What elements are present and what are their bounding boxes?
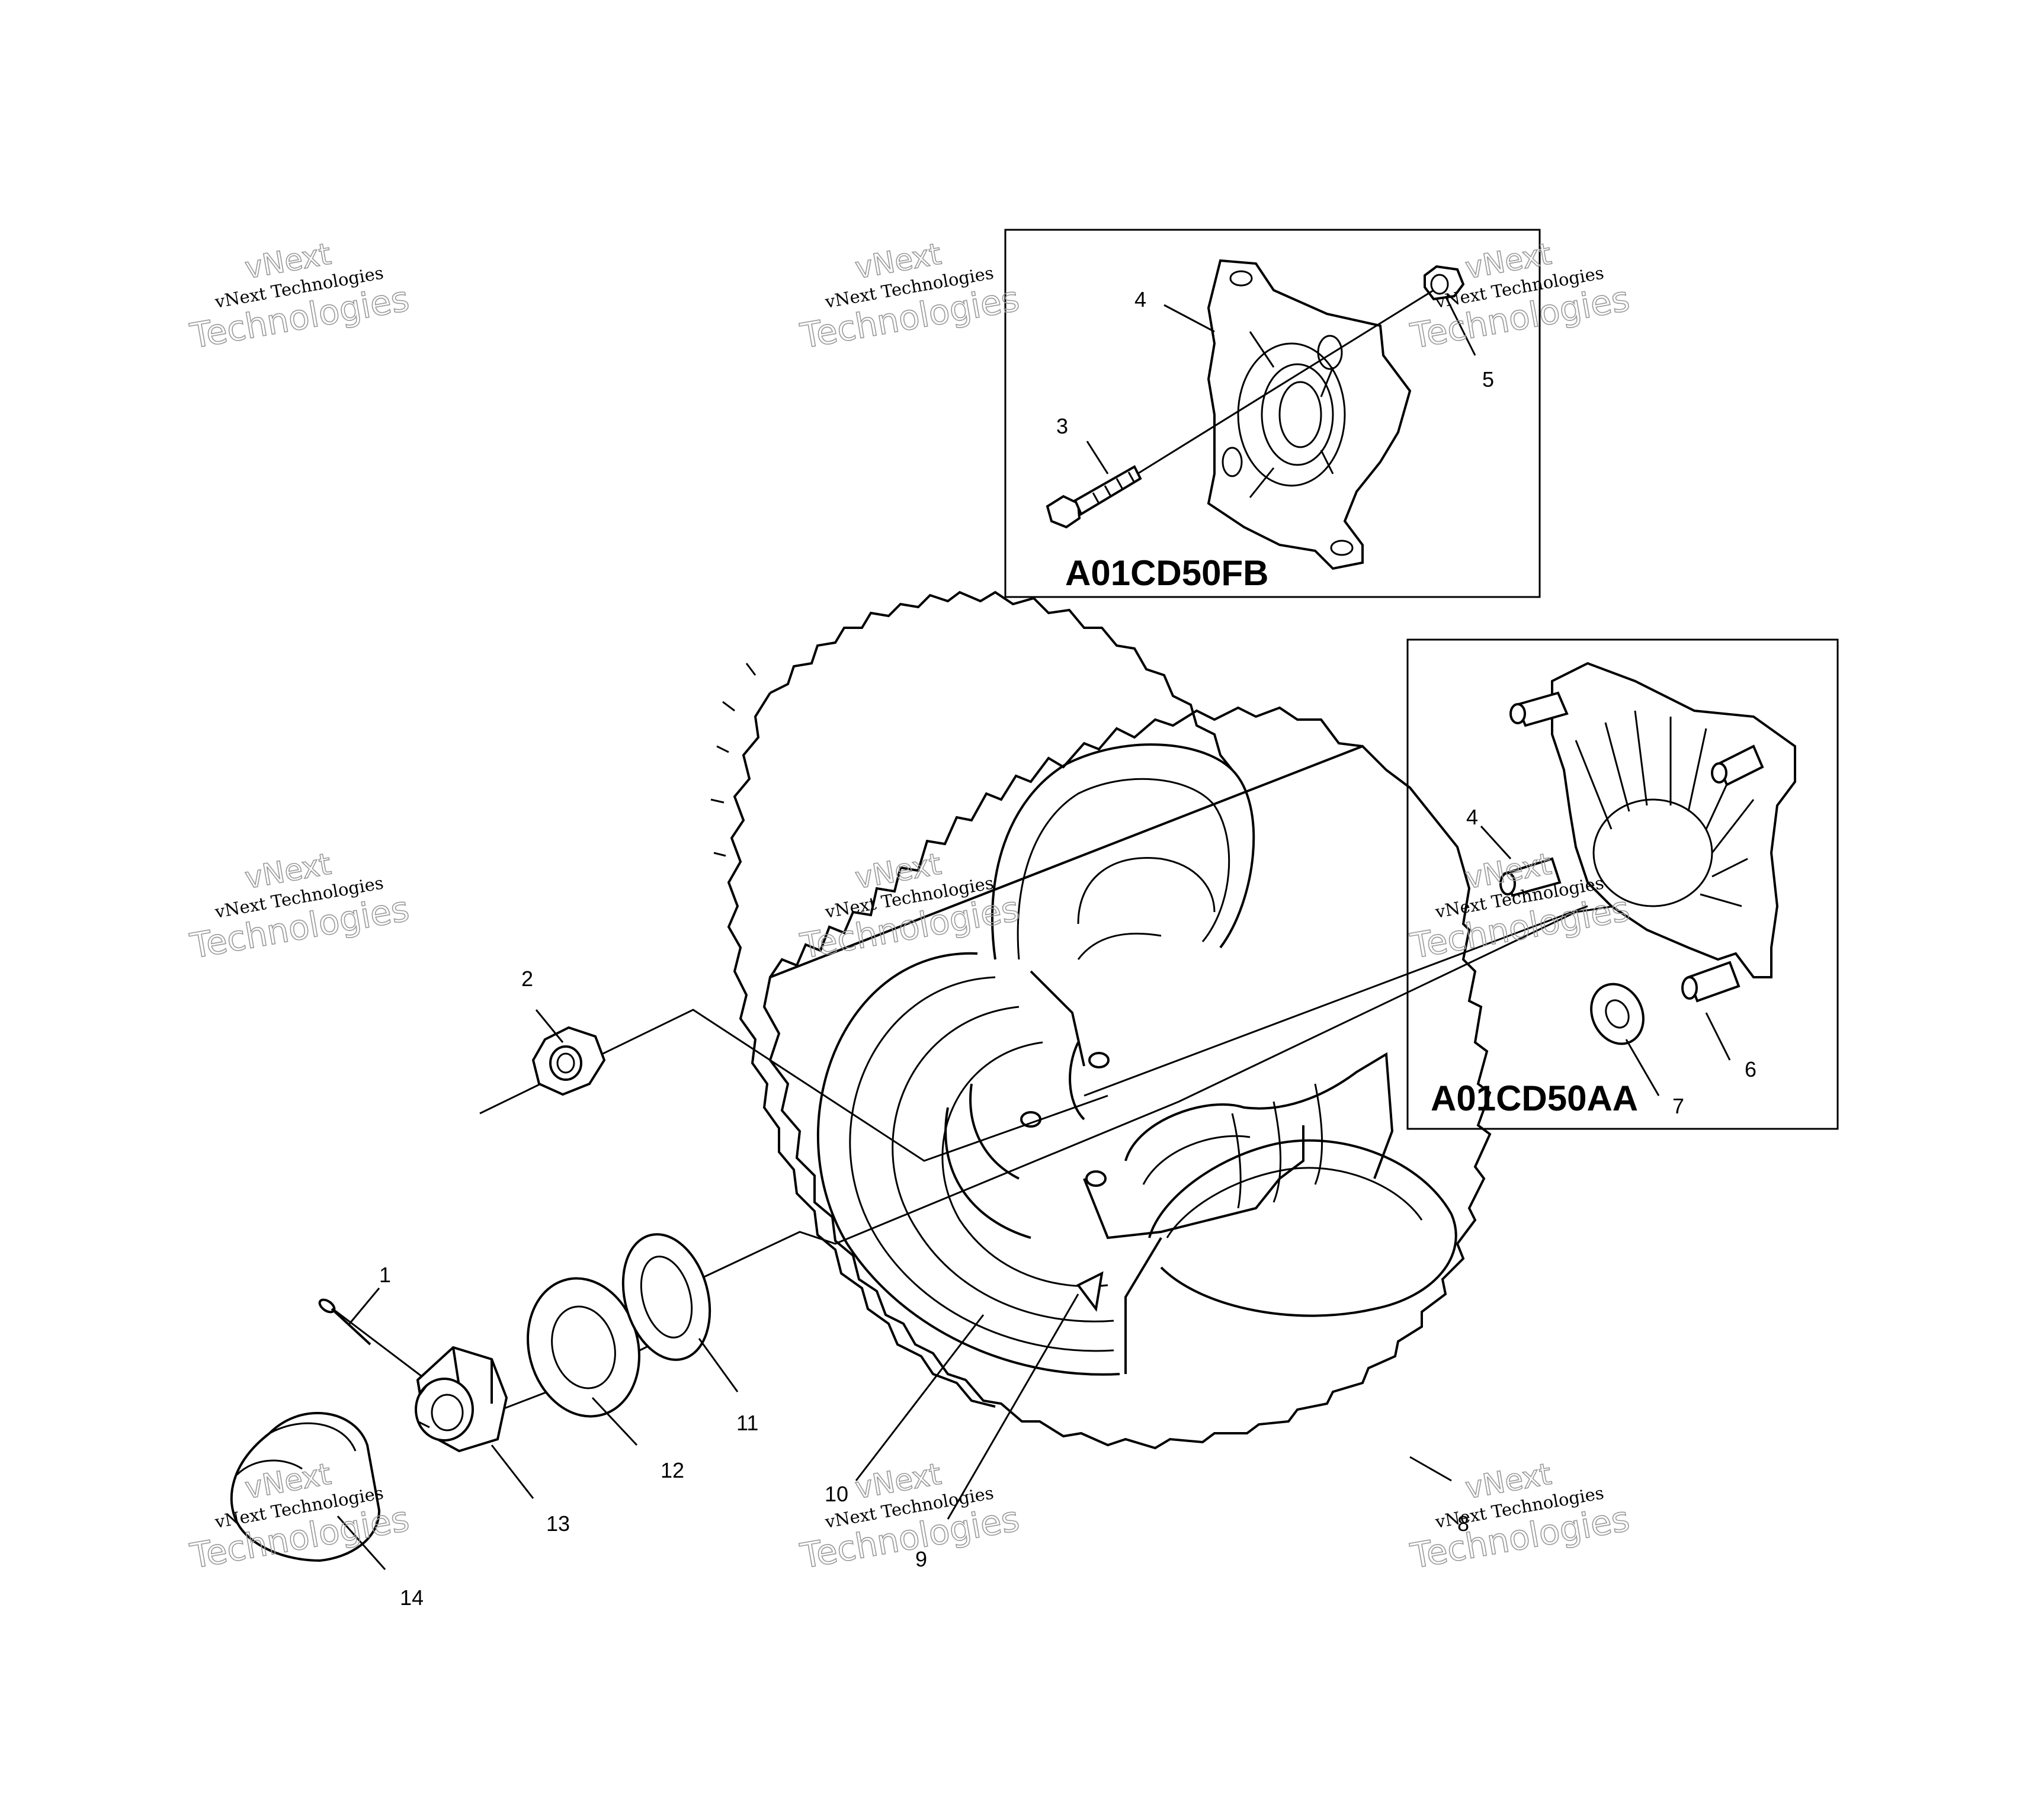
- nut-part-2: [531, 1026, 606, 1096]
- inset-code-a01cd50aa: A01CD50AA: [1431, 1078, 1638, 1118]
- watermark-9: vNext vNext Technologies Technologies: [1407, 1456, 1633, 1577]
- watermark-1: vNext vNext Technologies Technologies: [187, 236, 412, 357]
- callout-2: 2: [521, 967, 533, 991]
- axle-line-lower: [698, 899, 1653, 1280]
- callout-4-inset-fb: 4: [1134, 287, 1146, 312]
- nut-part-5: [1424, 265, 1465, 301]
- axle-line-main: [1084, 905, 1588, 1097]
- watermark-5: vNext vNext Technologies Technologies: [797, 846, 1022, 967]
- watermark-4: vNext vNext Technologies Technologies: [187, 846, 412, 967]
- leader-lines: [336, 1009, 1452, 1570]
- hub-part-4: [1551, 662, 1796, 978]
- cotter-pin-part-1: [318, 1298, 371, 1346]
- callout-1: 1: [379, 1263, 391, 1287]
- tire-part-8: [710, 590, 1492, 1450]
- callout-13: 13: [546, 1511, 570, 1536]
- watermark-8: vNext vNext Technologies Technologies: [797, 1456, 1022, 1577]
- hub-flange-part-4: [1207, 259, 1412, 570]
- callout-3: 3: [1056, 414, 1068, 438]
- callout-14: 14: [400, 1585, 424, 1610]
- callout-11: 11: [736, 1411, 758, 1435]
- hub-cap-part-14: [230, 1411, 381, 1562]
- inset-a01cd50fb: 4 3 5 A01CD50FB: [1004, 229, 1541, 598]
- callout-9: 9: [915, 1547, 927, 1571]
- washer-part-11: [621, 1233, 711, 1361]
- watermark-7: vNext vNext Technologies Technologies: [187, 1456, 412, 1577]
- callout-4-inset-aa: 4: [1466, 805, 1478, 829]
- inset-code-a01cd50fb: A01CD50FB: [1065, 553, 1268, 593]
- callout-10: 10: [825, 1482, 848, 1506]
- watermark-2: vNext vNext Technologies Technologies: [797, 236, 1022, 357]
- studs-part-6: [1499, 691, 1764, 1003]
- callout-5: 5: [1482, 367, 1494, 391]
- callout-7: 7: [1672, 1094, 1684, 1118]
- wheel-assembly: [230, 590, 1653, 1562]
- callout-12: 12: [661, 1458, 684, 1482]
- castle-nut-part-13: [415, 1346, 508, 1453]
- callout-8: 8: [1457, 1511, 1469, 1536]
- rim-part-10: [816, 743, 1457, 1376]
- lock-washer-part-7: [1590, 983, 1645, 1045]
- callout-6: 6: [1745, 1057, 1756, 1081]
- inset-a01cd50aa: 4 6 7 A01CD50AA: [1406, 638, 1839, 1130]
- bolt-part-3: [1046, 465, 1142, 529]
